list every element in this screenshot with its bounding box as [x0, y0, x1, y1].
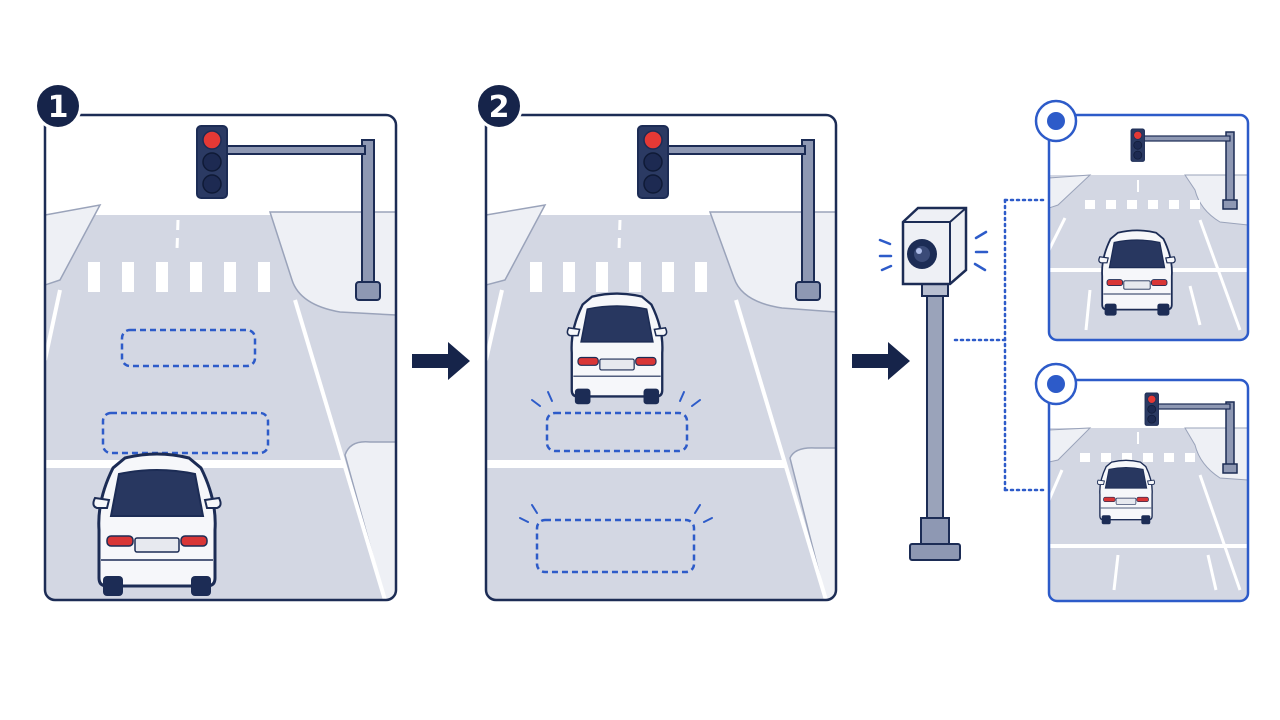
step-1-panel [43, 113, 398, 602]
connector-lines [953, 198, 1049, 492]
right-arrow-icon [852, 342, 910, 380]
blue-dot-icon [1034, 99, 1078, 143]
step-1-badge: 1 [34, 82, 82, 130]
step-1-number: 1 [48, 90, 69, 125]
right-arrow-icon [412, 342, 470, 380]
capture-photo-2 [1047, 378, 1250, 603]
step-2-badge: 2 [475, 82, 523, 130]
traffic-camera-icon [878, 206, 989, 561]
step-2-number: 2 [489, 90, 510, 125]
blue-dot-icon [1034, 362, 1078, 406]
capture-photo-1 [1047, 113, 1250, 342]
step-2-panel [484, 113, 838, 602]
